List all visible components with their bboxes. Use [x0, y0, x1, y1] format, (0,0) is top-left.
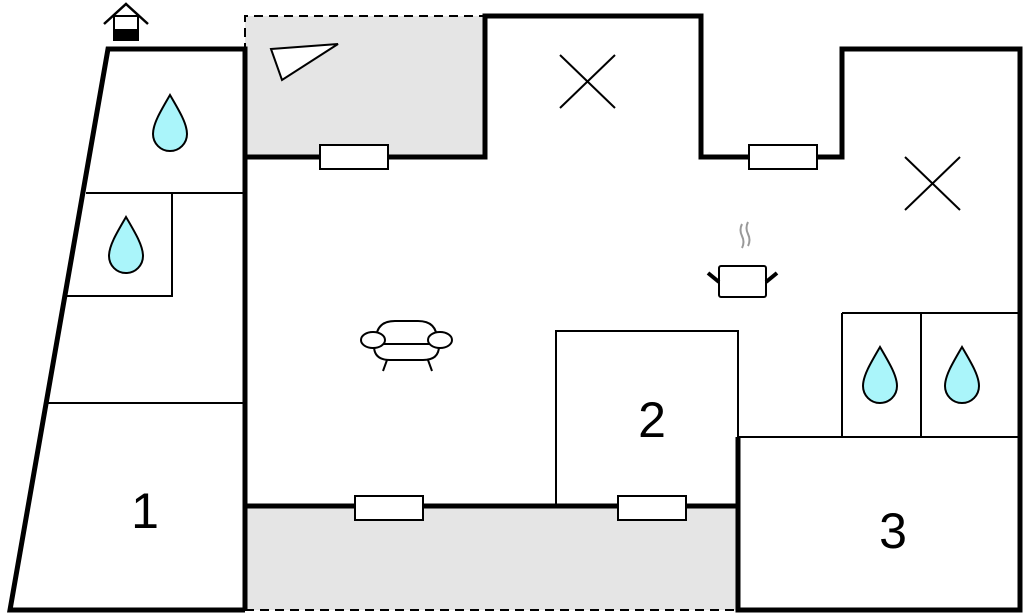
terrace-bottom — [245, 506, 738, 610]
room-label-1: 1 — [131, 483, 159, 539]
water-drop-icon — [943, 345, 981, 404]
terrace-top — [245, 16, 485, 157]
water-drop-icon — [107, 215, 145, 274]
cooking-pot-icon — [706, 221, 779, 298]
window-icon — [319, 144, 818, 521]
compass-triangle-icon — [269, 43, 339, 82]
entrance-icon — [103, 2, 149, 41]
water-drop-icon — [861, 345, 899, 404]
room-label-3: 3 — [879, 503, 907, 559]
sofa-icon — [360, 320, 453, 372]
bed-cross-icon — [559, 54, 961, 211]
inner-walls — [45, 192, 1020, 507]
room-label-2: 2 — [638, 392, 666, 448]
water-drop-icon — [151, 93, 189, 152]
